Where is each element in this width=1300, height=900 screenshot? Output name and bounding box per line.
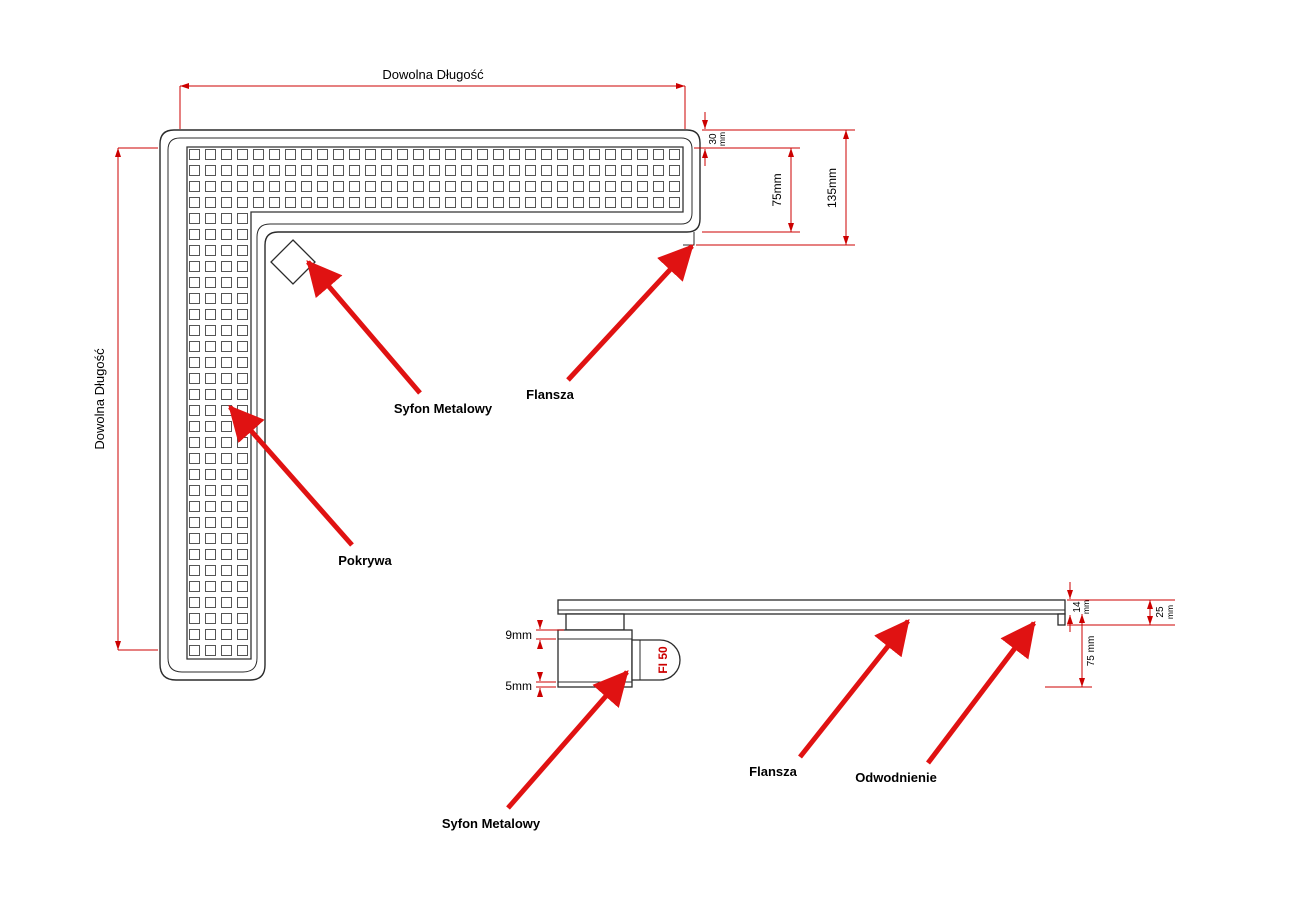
siphon-side-label: Syfon Metalowy xyxy=(442,816,541,831)
siphon-label: Syfon Metalowy xyxy=(394,401,493,416)
dim-right-group: 30 mm 75mm 135mm xyxy=(694,112,855,246)
flange-annotation-arrow xyxy=(566,244,694,382)
dim-left-length: Dowolna Długość xyxy=(92,147,158,651)
dim-75-text: 75mm xyxy=(770,173,784,206)
siphon-annotation-arrow xyxy=(306,260,422,395)
dim-135-text: 135mm xyxy=(825,168,839,208)
dim-top-length-text: Dowolna Długość xyxy=(382,67,484,82)
dim-14-value: 14 xyxy=(1072,601,1083,613)
dim-30-unit: mm xyxy=(717,132,727,146)
flange-step xyxy=(683,232,695,246)
flange-label: Flansza xyxy=(526,387,574,402)
corner-siphon-shape xyxy=(270,239,316,285)
drain-inner-outline xyxy=(167,137,693,673)
siphon-neck xyxy=(565,613,625,631)
cover-annotation-arrow xyxy=(228,405,354,547)
dim-25-value: 25 xyxy=(1155,606,1166,618)
dim-25-unit: mm xyxy=(1165,605,1175,619)
dim-14-unit: mm xyxy=(1081,600,1091,614)
top-view: Dowolna Długość Dowolna Długość 30 mm xyxy=(92,67,855,681)
drain-annotation-arrow xyxy=(926,621,1036,765)
dim-9mm-text: 9mm xyxy=(505,628,532,642)
pipe-diameter-label: FI 50 xyxy=(656,646,670,674)
flange-side-annotation-arrow xyxy=(798,619,910,759)
dim-right-side-group: 14 mm 25 mm 75 mm xyxy=(1045,582,1175,688)
outlet-pipe xyxy=(631,639,681,681)
dim-9mm: 9mm xyxy=(505,620,564,649)
dim-5mm-text: 5mm xyxy=(505,679,532,693)
cover-label: Pokrywa xyxy=(338,553,392,568)
dim-top-length: Dowolna Długość xyxy=(179,67,686,129)
dim-left-length-text: Dowolna Długość xyxy=(92,348,107,450)
right-edge-lip xyxy=(1057,613,1066,626)
flange-side-label: Flansza xyxy=(749,764,797,779)
dim-75-side-text: 75 mm xyxy=(1086,636,1097,667)
channel-plate xyxy=(557,599,1066,615)
drain-label: Odwodnienie xyxy=(855,770,937,785)
grate-perforated-cover xyxy=(186,146,684,660)
siphon-side-annotation-arrow xyxy=(506,670,629,810)
dim-30-value: 30 xyxy=(708,133,719,145)
side-view: FI 50 9mm 5mm 14 m xyxy=(442,582,1175,831)
dim-5mm: 5mm xyxy=(505,672,556,697)
